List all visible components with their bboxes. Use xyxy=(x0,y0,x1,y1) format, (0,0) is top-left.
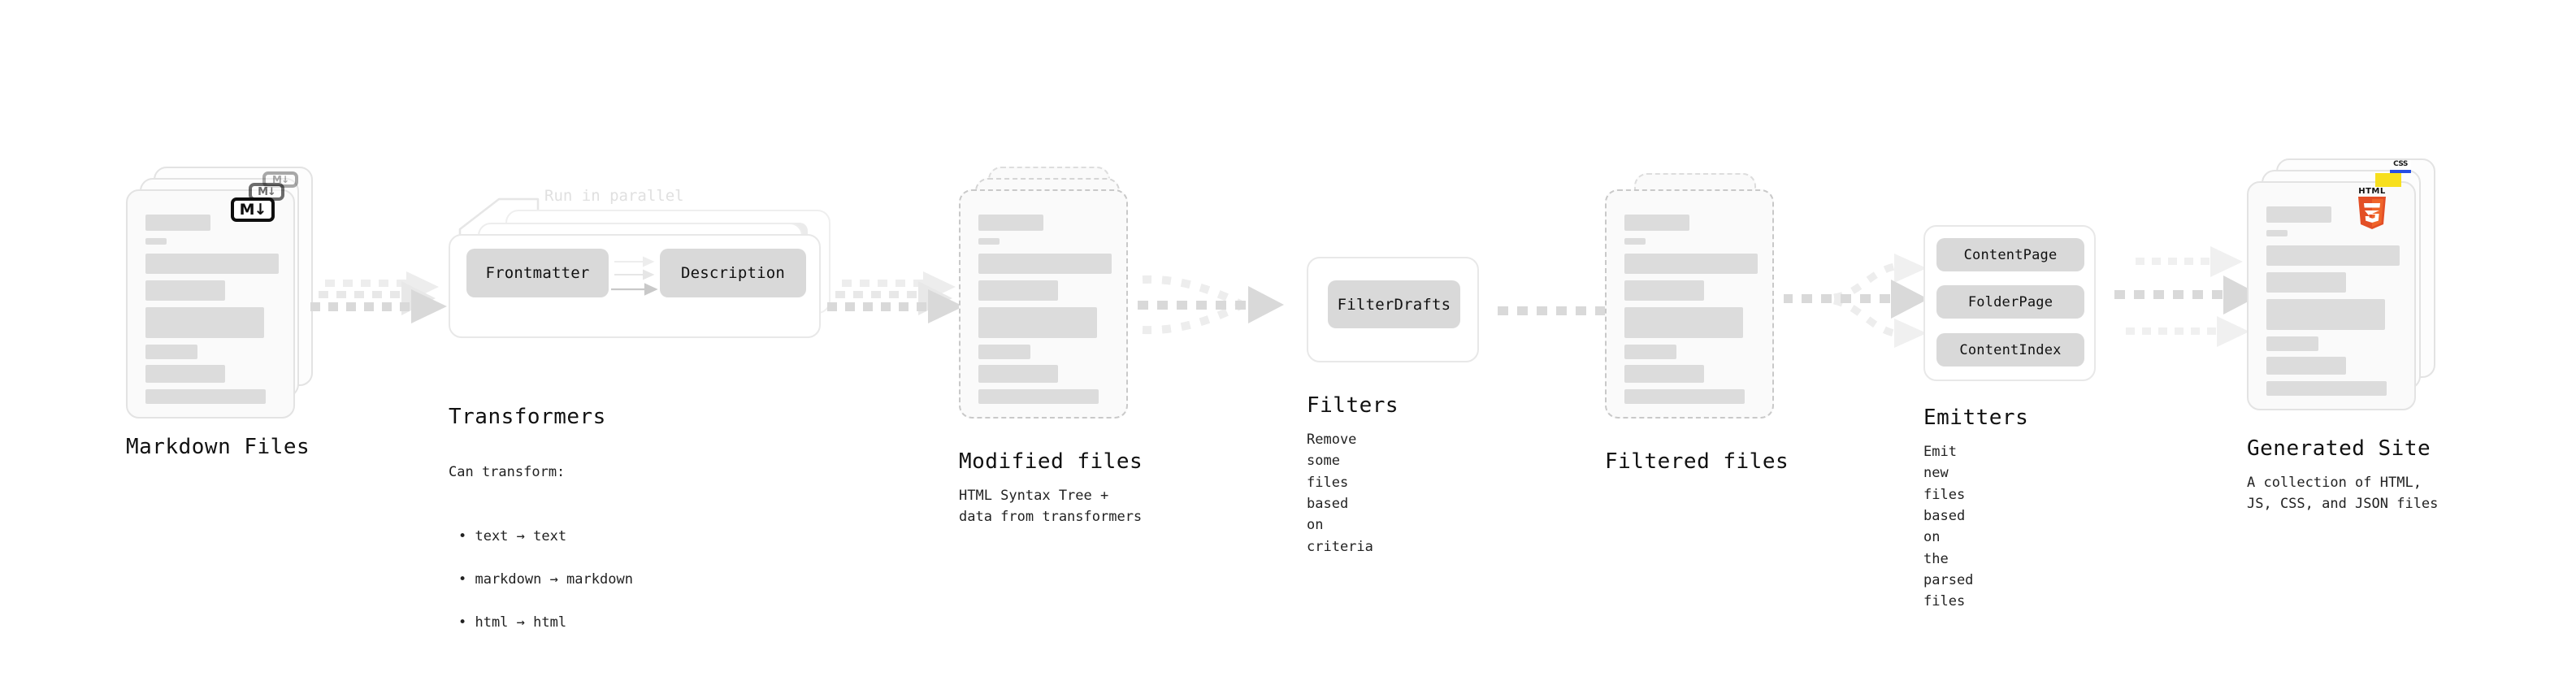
transformer-layer-front: Frontmatter Description xyxy=(449,234,821,338)
transformers-bullet-list: • text → text • markdown → markdown • ht… xyxy=(449,505,633,654)
stage-markdown-files: M↓ M↓ M↓ Markdown Files xyxy=(126,167,313,459)
chip-contentindex[interactable]: ContentIndex xyxy=(1936,333,2084,367)
arrow-markdown-to-transformers xyxy=(310,271,447,323)
generated-site-description: A collection of HTML, JS, CSS, and JSON … xyxy=(2247,475,2439,513)
modified-card-front xyxy=(959,189,1128,419)
stage-filtered-files: Filtered files xyxy=(1605,167,1792,474)
markdown-card-stack: M↓ M↓ M↓ xyxy=(126,167,313,419)
javascript-badge-icon xyxy=(2375,173,2401,187)
filters-description: Remove some files based on criteria xyxy=(1307,432,1373,555)
emitters-title: Emitters xyxy=(1923,406,2029,430)
arrow-filtered-to-emitters xyxy=(1784,254,1928,348)
transformers-title: Transformers xyxy=(449,405,606,429)
generated-site-card-stack: CSS HTML xyxy=(2247,158,2450,419)
modified-files-description: HTML Syntax Tree + data from transformer… xyxy=(959,488,1143,526)
emitters-description: Emit new files based on the parsed files xyxy=(1923,444,1974,610)
chip-frontmatter[interactable]: Frontmatter xyxy=(466,249,609,297)
transformer-layer-stack: Frontmatter Description xyxy=(449,187,839,338)
transformers-bullet-2: • html → html xyxy=(458,614,567,631)
css-badge-label: CSS xyxy=(2393,160,2408,168)
modified-card-content xyxy=(961,191,1126,417)
filters-title: Filters xyxy=(1307,393,1399,418)
arrow-frontmatter-to-description xyxy=(611,256,658,296)
filtered-card-content xyxy=(1607,191,1772,417)
transformers-desc-intro: Can transform: xyxy=(449,464,566,481)
filtered-files-title: Filtered files xyxy=(1605,449,1789,474)
filters-group-box: FilterDrafts xyxy=(1307,257,1479,362)
filtered-card-stack xyxy=(1605,167,1792,427)
arrow-emitters-to-site xyxy=(2114,246,2261,347)
html5-badge-icon: HTML xyxy=(2355,188,2389,232)
markdown-card-front xyxy=(126,189,295,419)
modified-card-stack xyxy=(959,167,1146,427)
transformers-bullet-0: • text → text xyxy=(458,528,567,545)
arrow-transformers-to-modified xyxy=(827,271,964,323)
emitters-group-box: ContentPage FolderPage ContentIndex xyxy=(1923,225,2096,381)
markdown-files-title: Markdown Files xyxy=(126,435,310,459)
run-in-parallel-label: Run in parallel xyxy=(544,187,684,205)
stage-generated-site: CSS HTML Generated Site A collection of … xyxy=(2247,158,2450,512)
chip-folderpage[interactable]: FolderPage xyxy=(1936,285,2084,319)
filtered-card-front xyxy=(1605,189,1774,419)
html5-badge-label: HTML xyxy=(2358,187,2386,196)
transformers-bullet-1: • markdown → markdown xyxy=(458,571,633,588)
chip-contentpage[interactable]: ContentPage xyxy=(1936,238,2084,271)
transformers-description: Can transform: • text → text • markdown … xyxy=(449,440,633,676)
generated-site-title: Generated Site xyxy=(2247,436,2431,461)
css3-badge-icon: CSS xyxy=(2390,160,2411,173)
generated-card-front xyxy=(2247,181,2416,410)
chip-description[interactable]: Description xyxy=(660,249,806,297)
markdown-badge-icon: M↓ xyxy=(231,197,275,222)
chip-filterdrafts[interactable]: FilterDrafts xyxy=(1328,280,1460,328)
generated-card-content xyxy=(2249,183,2414,409)
html5-shield-icon xyxy=(2358,197,2386,229)
stage-modified-files: Modified files HTML Syntax Tree + data f… xyxy=(959,167,1146,525)
css-badge-bar xyxy=(2390,170,2411,173)
modified-files-title: Modified files xyxy=(959,449,1143,474)
markdown-card-content xyxy=(128,191,293,417)
arrow-modified-to-filters xyxy=(1138,275,1284,335)
markdown-badge-icon-mid: M↓ xyxy=(249,183,284,201)
